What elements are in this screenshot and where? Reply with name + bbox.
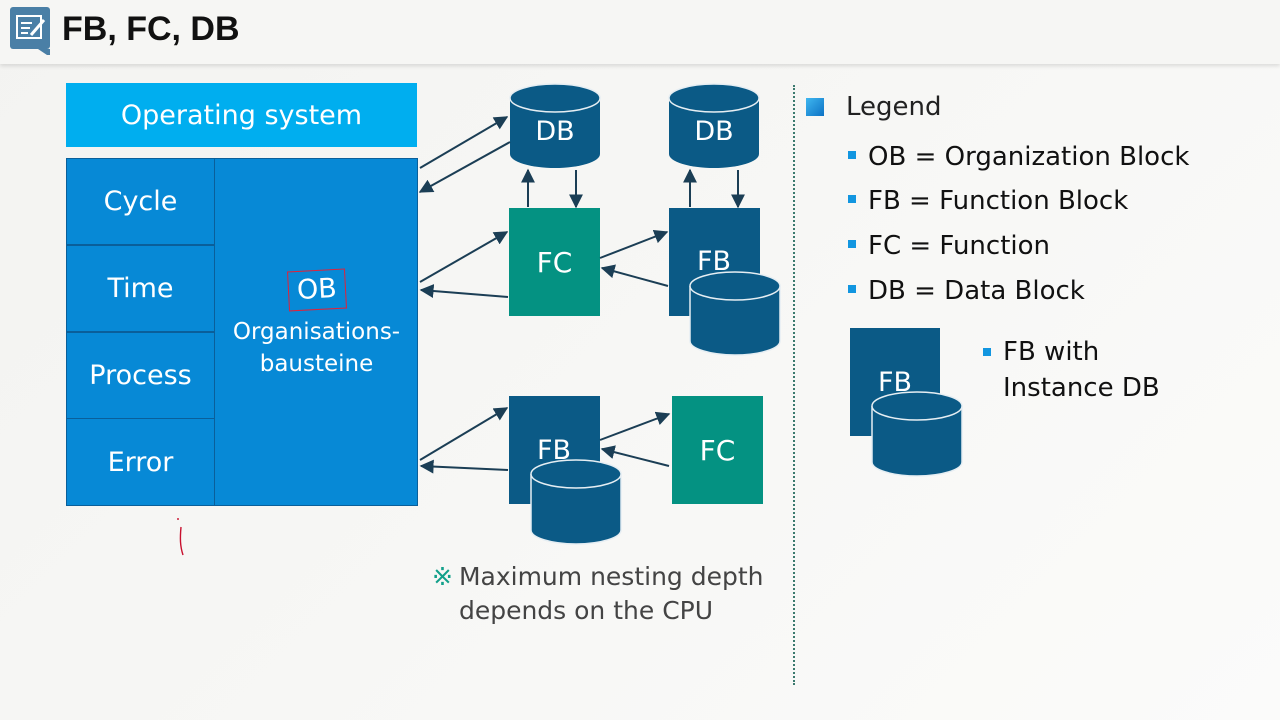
fb-instance-line2: Instance DB — [1003, 373, 1160, 403]
fb-top-instance-db — [689, 271, 781, 356]
pen-annotation-mark — [177, 518, 184, 556]
event-cycle: Cycle — [66, 158, 215, 245]
legend-marker-icon — [806, 98, 824, 116]
arrow-db-to-ob — [418, 141, 511, 193]
event-error: Error — [66, 418, 215, 506]
db-top-left-label: DB — [535, 116, 574, 147]
legend-title: Legend — [846, 92, 942, 122]
legend-item-ob: OB = Organization Block — [848, 142, 1189, 172]
db-top-right-label: DB — [694, 116, 733, 147]
arrow-ob-to-fc — [419, 231, 509, 283]
bullet-icon — [983, 348, 991, 356]
fb-bottom-instance-db — [530, 459, 622, 545]
legend-fb-instance-note: FB with Instance DB — [983, 334, 1160, 406]
event-time: Time — [66, 245, 215, 332]
arrow-ob-to-fb-bottom — [419, 407, 509, 461]
arrow-fb-bottom-to-ob — [419, 459, 509, 474]
fb-instance-line1: FB with — [1003, 337, 1100, 367]
slide-title: FB, FC, DB — [62, 10, 240, 48]
arrow-fc-to-fb — [599, 230, 669, 259]
arrow-fc-bottom-to-fb — [600, 445, 670, 467]
fc-bottom-block: FC — [672, 396, 763, 504]
legend-fb-label: FB — [878, 367, 912, 398]
db-top-left-cylinder — [509, 83, 601, 168]
note-text: Maximum nesting depth depends on the CPU — [458, 562, 764, 625]
bullet-icon — [848, 150, 856, 159]
bullet-icon — [848, 284, 856, 293]
arrow-ob-to-db — [419, 116, 509, 169]
note-icon — [10, 7, 50, 55]
reference-mark-icon: ※ — [432, 562, 453, 591]
bullet-icon — [848, 239, 856, 248]
ob-name-line2: bausteine — [259, 351, 374, 377]
arrow-fb-to-fc-bottom — [599, 411, 671, 441]
legend-item-db: DB = Data Block — [848, 276, 1085, 306]
legend-item-db-text: DB = Data Block — [868, 276, 1085, 306]
db-top-right-cylinder — [668, 83, 760, 168]
bullet-icon — [848, 194, 856, 203]
legend-instance-db — [871, 391, 963, 477]
arrow-fb-to-fc — [600, 264, 669, 287]
slide-header: FB, FC, DB — [0, 0, 1280, 64]
legend-item-ob-text: OB = Organization Block — [868, 142, 1190, 172]
ob-name-line1: Organisations- — [232, 319, 401, 345]
nesting-depth-note: ※Maximum nesting depth depends on the CP… — [432, 560, 769, 628]
operating-system-box: Operating system — [66, 83, 417, 147]
legend-item-fc-text: FC = Function — [868, 231, 1051, 261]
dotted-divider — [793, 85, 795, 685]
legend-item-fb-text: FB = Function Block — [868, 186, 1129, 216]
legend-item-fb: FB = Function Block — [848, 186, 1128, 216]
fb-top-label: FB — [697, 246, 731, 277]
fc-top-block: FC — [509, 208, 600, 316]
ob-label: OB Organisations- bausteine — [215, 268, 418, 380]
legend-item-fc: FC = Function — [848, 231, 1050, 261]
event-process: Process — [66, 332, 215, 419]
arrow-fc-to-ob — [419, 284, 509, 298]
fb-bottom-label: FB — [537, 435, 571, 466]
